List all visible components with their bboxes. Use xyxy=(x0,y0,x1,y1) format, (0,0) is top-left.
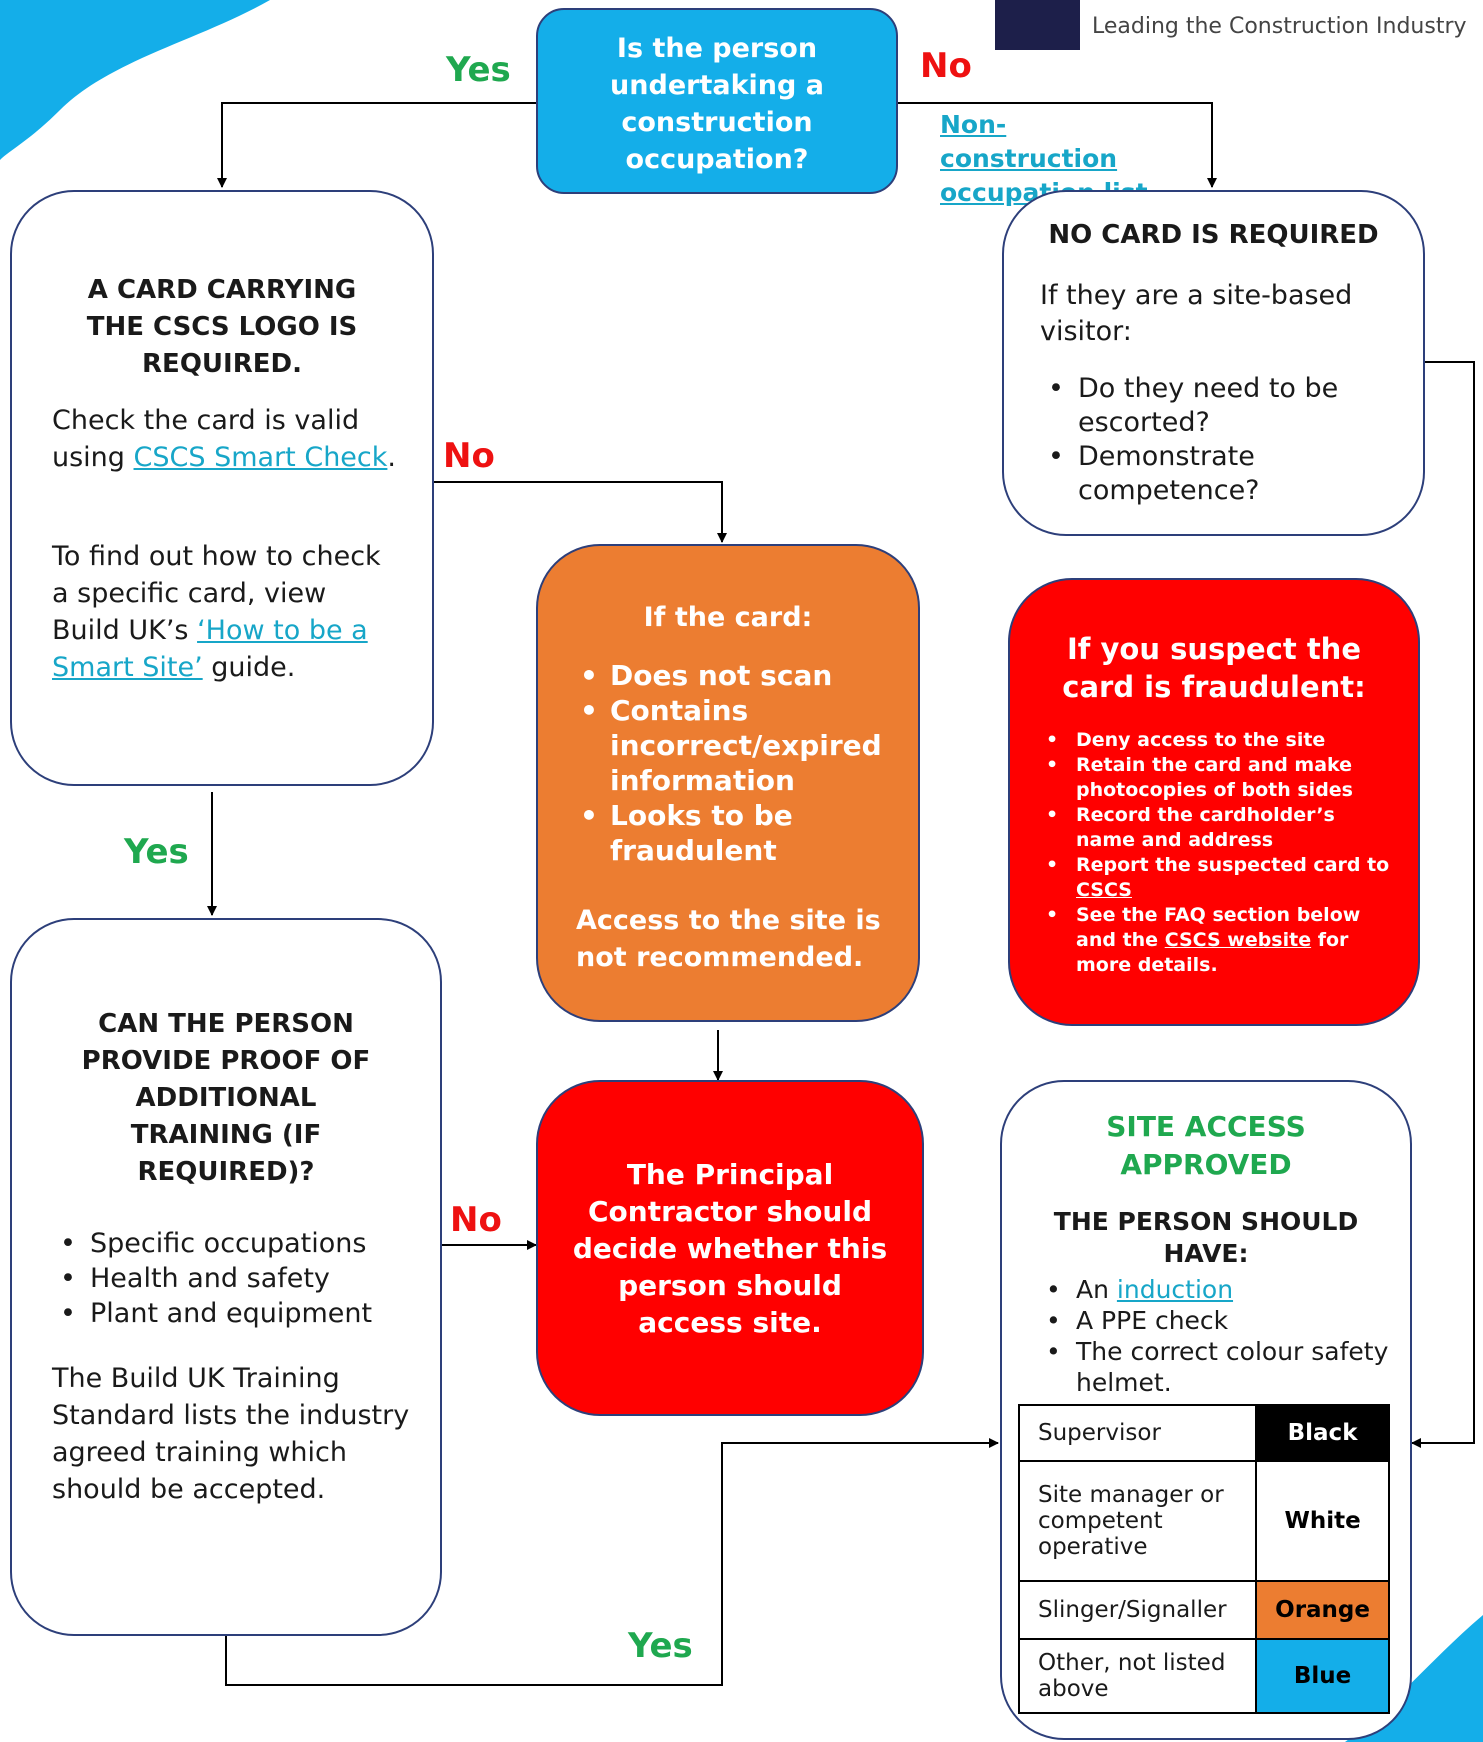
cscs-link[interactable]: CSCS xyxy=(1076,879,1132,901)
list-item: Specific occupations xyxy=(52,1226,420,1261)
fraud-box: If you suspect the card is fraudulent: D… xyxy=(1008,578,1420,1026)
card-required-title: A CARD CARRYING THE CSCS LOGO IS REQUIRE… xyxy=(86,275,358,379)
cscs-website-link[interactable]: CSCS website xyxy=(1164,929,1312,951)
list-item: The correct colour safety helmet. xyxy=(1038,1336,1390,1398)
approved-subtitle: THE PERSON SHOULD HAVE: xyxy=(1053,1207,1359,1268)
helmet-role: Site manager or competent operative xyxy=(1017,1460,1258,1582)
start-question-box: Is the person undertaking a construction… xyxy=(536,8,898,194)
helmet-colour: White xyxy=(1255,1460,1390,1582)
card-required-box: A CARD CARRYING THE CSCS LOGO IS REQUIRE… xyxy=(10,190,434,786)
training-list: Specific occupations Health and safety P… xyxy=(52,1226,420,1331)
principal-contractor-text: The Principal Contractor should decide w… xyxy=(572,1158,888,1339)
if-card-list: Does not scan Contains incorrect/expired… xyxy=(572,658,898,868)
list-item: Do they need to be escorted? xyxy=(1040,372,1393,440)
fraud-list: Deny access to the site Retain the card … xyxy=(1038,728,1396,978)
list-item: Demonstrate competence? xyxy=(1040,440,1393,508)
fraud-title: If you suspect the card is fraudulent: xyxy=(1062,632,1366,704)
helmet-role: Slinger/Signaller xyxy=(1017,1580,1258,1640)
list-item: Deny access to the site xyxy=(1038,728,1396,753)
label-no-lower: No xyxy=(450,1200,502,1240)
training-box: CAN THE PERSON PROVIDE PROOF OF ADDITION… xyxy=(10,918,442,1636)
approved-title: SITE ACCESS APPROVED xyxy=(1106,1110,1306,1181)
helmet-colour: Blue xyxy=(1255,1638,1390,1714)
induction-link[interactable]: induction xyxy=(1116,1275,1234,1304)
training-title: CAN THE PERSON PROVIDE PROOF OF ADDITION… xyxy=(81,1009,371,1187)
label-yes-bottom: Yes xyxy=(628,1626,693,1666)
list-item: See the FAQ section below and the CSCS w… xyxy=(1038,903,1396,978)
tagline: Leading the Construction Industry xyxy=(1092,14,1467,39)
start-question-text: Is the person undertaking a construction… xyxy=(610,33,824,175)
list-item: A PPE check xyxy=(1038,1305,1390,1336)
label-no-mid: No xyxy=(443,436,495,476)
list-item: Health and safety xyxy=(52,1261,420,1296)
if-card-footer: Access to the site is not recommended. xyxy=(576,905,881,973)
card-check-text: Check the card is valid using CSCS Smart… xyxy=(52,405,396,473)
approved-list: An induction A PPE check The correct col… xyxy=(1038,1274,1390,1398)
list-item: Record the cardholder’s name and address xyxy=(1038,803,1396,853)
list-item: Does not scan xyxy=(572,658,898,693)
card-howto-text: To find out how to check a specific card… xyxy=(52,541,381,683)
label-no-top: No xyxy=(920,46,972,86)
if-card-title: If the card: xyxy=(643,602,813,633)
helmet-role: Supervisor xyxy=(1017,1404,1258,1462)
list-item: Report the suspected card to CSCS xyxy=(1038,853,1396,903)
helmet-role: Other, not listed above xyxy=(1017,1638,1258,1714)
training-note: The Build UK Training Standard lists the… xyxy=(52,1363,410,1505)
list-item: Plant and equipment xyxy=(52,1296,420,1331)
if-card-box: If the card: Does not scan Contains inco… xyxy=(536,544,920,1022)
list-item: Retain the card and make photocopies of … xyxy=(1038,753,1396,803)
no-card-list: Do they need to be escorted? Demonstrate… xyxy=(1040,372,1393,508)
no-card-title: NO CARD IS REQUIRED xyxy=(1048,220,1379,250)
label-yes-top: Yes xyxy=(446,50,511,90)
list-item: Looks to be fraudulent xyxy=(572,798,898,868)
cscs-smart-check-link[interactable]: CSCS Smart Check xyxy=(133,442,388,473)
principal-contractor-box: The Principal Contractor should decide w… xyxy=(536,1080,924,1416)
list-item: An induction xyxy=(1038,1274,1390,1305)
helmet-colour: Black xyxy=(1255,1404,1390,1462)
label-yes-mid: Yes xyxy=(124,832,189,872)
helmet-colour: Orange xyxy=(1255,1580,1390,1640)
list-item: Contains incorrect/expired information xyxy=(572,693,898,798)
no-card-required-box: NO CARD IS REQUIRED If they are a site-b… xyxy=(1002,190,1425,536)
no-card-intro: If they are a site-based visitor: xyxy=(1040,280,1353,347)
smart-site-guide-link[interactable]: ‘How to be a Smart Site’ xyxy=(52,615,368,683)
